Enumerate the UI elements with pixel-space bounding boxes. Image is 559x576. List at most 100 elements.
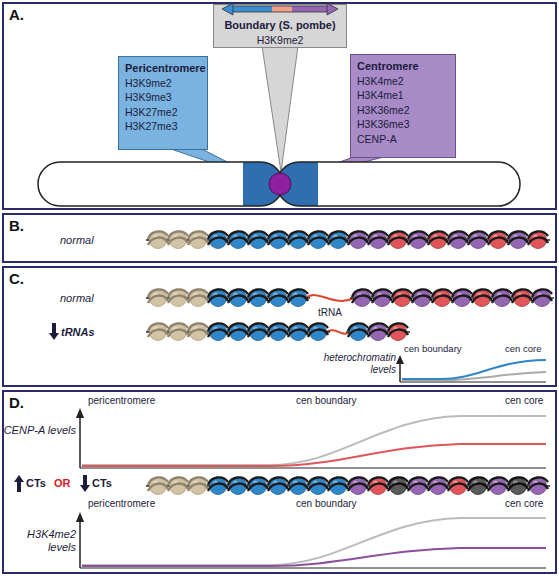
- dna-wrap: [288, 238, 308, 245]
- nucleosome: [408, 231, 428, 248]
- dna-wrap: [248, 330, 268, 337]
- nucleosome: [368, 231, 388, 248]
- nucleosome: [268, 477, 288, 494]
- nucleosome: [248, 477, 268, 494]
- dna-wrap: [448, 484, 468, 491]
- normal-curve: [82, 518, 546, 565]
- axis-label: heterochromatin levels: [300, 352, 396, 375]
- nucleosome: [368, 323, 388, 340]
- dna-wrap: [528, 238, 548, 245]
- nucleosome: [352, 289, 372, 306]
- nucleosome: [308, 477, 328, 494]
- dna-wrap: [472, 296, 492, 303]
- nucleosome: [348, 323, 368, 340]
- dna-wrap: [168, 238, 188, 245]
- dna-wrap: [268, 296, 288, 303]
- trna-label: tRNA: [318, 307, 342, 319]
- nucleosome: [532, 289, 552, 306]
- h3k4me2-curve: [82, 548, 546, 566]
- dna-wrap: [488, 484, 508, 491]
- nucleosome: [488, 231, 508, 248]
- nucleosome: [492, 289, 512, 306]
- dna-wrap: [488, 238, 508, 245]
- nucleosome: [208, 323, 228, 340]
- x-axis: [400, 381, 546, 382]
- nucleosome: [528, 477, 548, 494]
- nucleosome: [208, 477, 228, 494]
- nucleosome: [288, 289, 308, 306]
- nucleosome: [528, 231, 548, 248]
- dna-wrap: [228, 330, 248, 337]
- nucleosome: [188, 231, 208, 248]
- callout-line: H3K9me2: [220, 33, 340, 48]
- nucleosome: [288, 477, 308, 494]
- condition-label: CTs: [92, 477, 112, 490]
- nucleosome: [448, 231, 468, 248]
- pericentromere-callout: PericentromereH3K9me2H3K9me3H3K27me2H3K2…: [118, 56, 208, 150]
- region-label: cen boundary: [404, 344, 462, 355]
- callout-heading: Centromere: [357, 59, 449, 74]
- dna-wrap: [228, 296, 248, 303]
- nucleosome: [248, 289, 268, 306]
- dna-wrap: [188, 238, 208, 245]
- nucleosome: [388, 323, 408, 340]
- dna-wrap: [168, 484, 188, 491]
- nucleosome: [148, 289, 168, 306]
- nucleosome: [428, 477, 448, 494]
- dna-wrap: [208, 296, 228, 303]
- dna-wrap: [268, 238, 288, 245]
- dna-wrap: [528, 484, 548, 491]
- nucleosome: [168, 477, 188, 494]
- dna-wrap: [408, 484, 428, 491]
- nucleosome: [448, 477, 468, 494]
- dna-wrap: [248, 296, 268, 303]
- nucleosome: [288, 231, 308, 248]
- dna-wrap: [168, 296, 188, 303]
- nucleosome: [188, 323, 208, 340]
- callout-line: H3K36me3: [357, 117, 449, 132]
- dna-wrap: [452, 296, 472, 303]
- nucleosome: [328, 231, 348, 248]
- condition-label: CTs: [26, 477, 46, 490]
- dna-wrap: [188, 296, 208, 303]
- nucleosome: [228, 323, 248, 340]
- nucleosome: [328, 477, 348, 494]
- dna-wrap: [288, 484, 308, 491]
- nucleosome: [488, 477, 508, 494]
- callout-line: H3K27me2: [125, 105, 201, 120]
- dna-wrap: [468, 484, 488, 491]
- cenpa-curve: [82, 444, 546, 466]
- panel-frame: A.Boundary (S. pombe)H3K9me2Pericentrome…: [2, 2, 557, 210]
- up-arrow: [14, 475, 24, 492]
- region-label: pericentromere: [88, 395, 155, 407]
- callout-line: H3K36me2: [357, 103, 449, 118]
- normal-curve: [82, 416, 546, 465]
- x-axis: [80, 467, 546, 468]
- boundary-callout: Boundary (S. pombe)H3K9me2: [213, 4, 347, 48]
- dna-wrap: [328, 238, 348, 245]
- y-axis: [79, 520, 81, 568]
- callout-heading: Pericentromere: [125, 61, 201, 76]
- nucleosome: [168, 323, 188, 340]
- nucleosome: [388, 477, 408, 494]
- dna-wrap: [268, 330, 288, 337]
- trna-linker: [306, 295, 354, 301]
- dna-wrap: [148, 296, 168, 303]
- dna-wrap: [532, 296, 552, 303]
- nucleosome: [168, 231, 188, 248]
- nucleosome: [148, 231, 168, 248]
- dna-wrap: [308, 238, 328, 245]
- dna-wrap: [352, 296, 372, 303]
- region-label: cen boundary: [296, 395, 357, 407]
- axis-label: H3K4me2 levels: [2, 528, 76, 553]
- axis-arrowhead: [76, 512, 84, 522]
- nucleosome: [208, 289, 228, 306]
- nucleosome: [188, 289, 208, 306]
- dna-wrap: [428, 238, 448, 245]
- dna-wrap: [208, 330, 228, 337]
- nucleosome: [228, 289, 248, 306]
- dna-wrap: [308, 484, 328, 491]
- dna-wrap: [428, 484, 448, 491]
- nucleosome: [208, 231, 228, 248]
